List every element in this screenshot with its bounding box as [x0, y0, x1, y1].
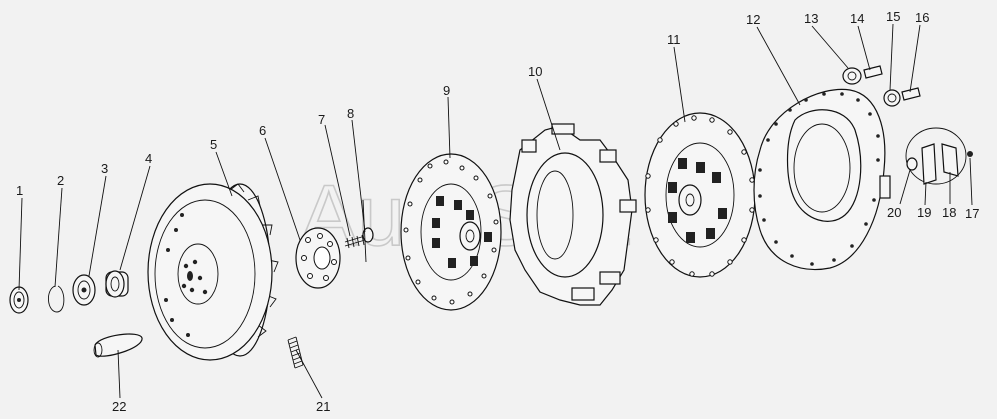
part-4-sleeve [105, 270, 129, 298]
callout-9: 9 [443, 83, 450, 98]
callout-10: 10 [528, 64, 542, 79]
part-5-flywheel [147, 183, 279, 361]
callout-16: 16 [915, 10, 929, 25]
part-12-cover-ring [753, 88, 891, 271]
callout-22: 22 [112, 399, 126, 414]
callout-20: 20 [887, 205, 901, 220]
callout-2: 2 [57, 173, 64, 188]
part-7-8-screw [344, 199, 374, 263]
part-13-14-bushing-bolt [842, 65, 883, 85]
part-17-20-lever-group [905, 127, 973, 185]
callout-21: 21 [316, 399, 330, 414]
part-10-pressure-plate [509, 123, 637, 306]
part-21-spring [287, 336, 304, 369]
part-2-snap-ring [48, 285, 65, 313]
callout-1: 1 [16, 183, 23, 198]
part-15-16-bushing-bolt [883, 87, 921, 107]
part-3-bearing [72, 274, 96, 306]
callout-8: 8 [347, 106, 354, 121]
part-22-sleeve [93, 333, 143, 358]
callout-18: 18 [942, 205, 956, 220]
callout-17: 17 [965, 206, 979, 221]
callout-12: 12 [746, 12, 760, 27]
callout-13: 13 [804, 11, 818, 26]
callout-labels: 1 2 3 4 5 6 7 8 9 10 11 12 13 14 15 16 1… [16, 9, 979, 414]
callout-3: 3 [101, 161, 108, 176]
callout-6: 6 [259, 123, 266, 138]
part-1-bearing [9, 286, 29, 314]
callout-19: 19 [917, 205, 931, 220]
part-11-driven-disc [644, 112, 756, 278]
callout-4: 4 [145, 151, 152, 166]
callout-11: 11 [667, 32, 681, 47]
callout-15: 15 [886, 9, 900, 24]
callout-7: 7 [318, 112, 325, 127]
callout-14: 14 [850, 11, 864, 26]
part-9-clutch-disc [400, 153, 502, 311]
callout-5: 5 [210, 137, 217, 152]
leader-lines [18, 23, 973, 399]
part-6-plate [295, 227, 341, 289]
